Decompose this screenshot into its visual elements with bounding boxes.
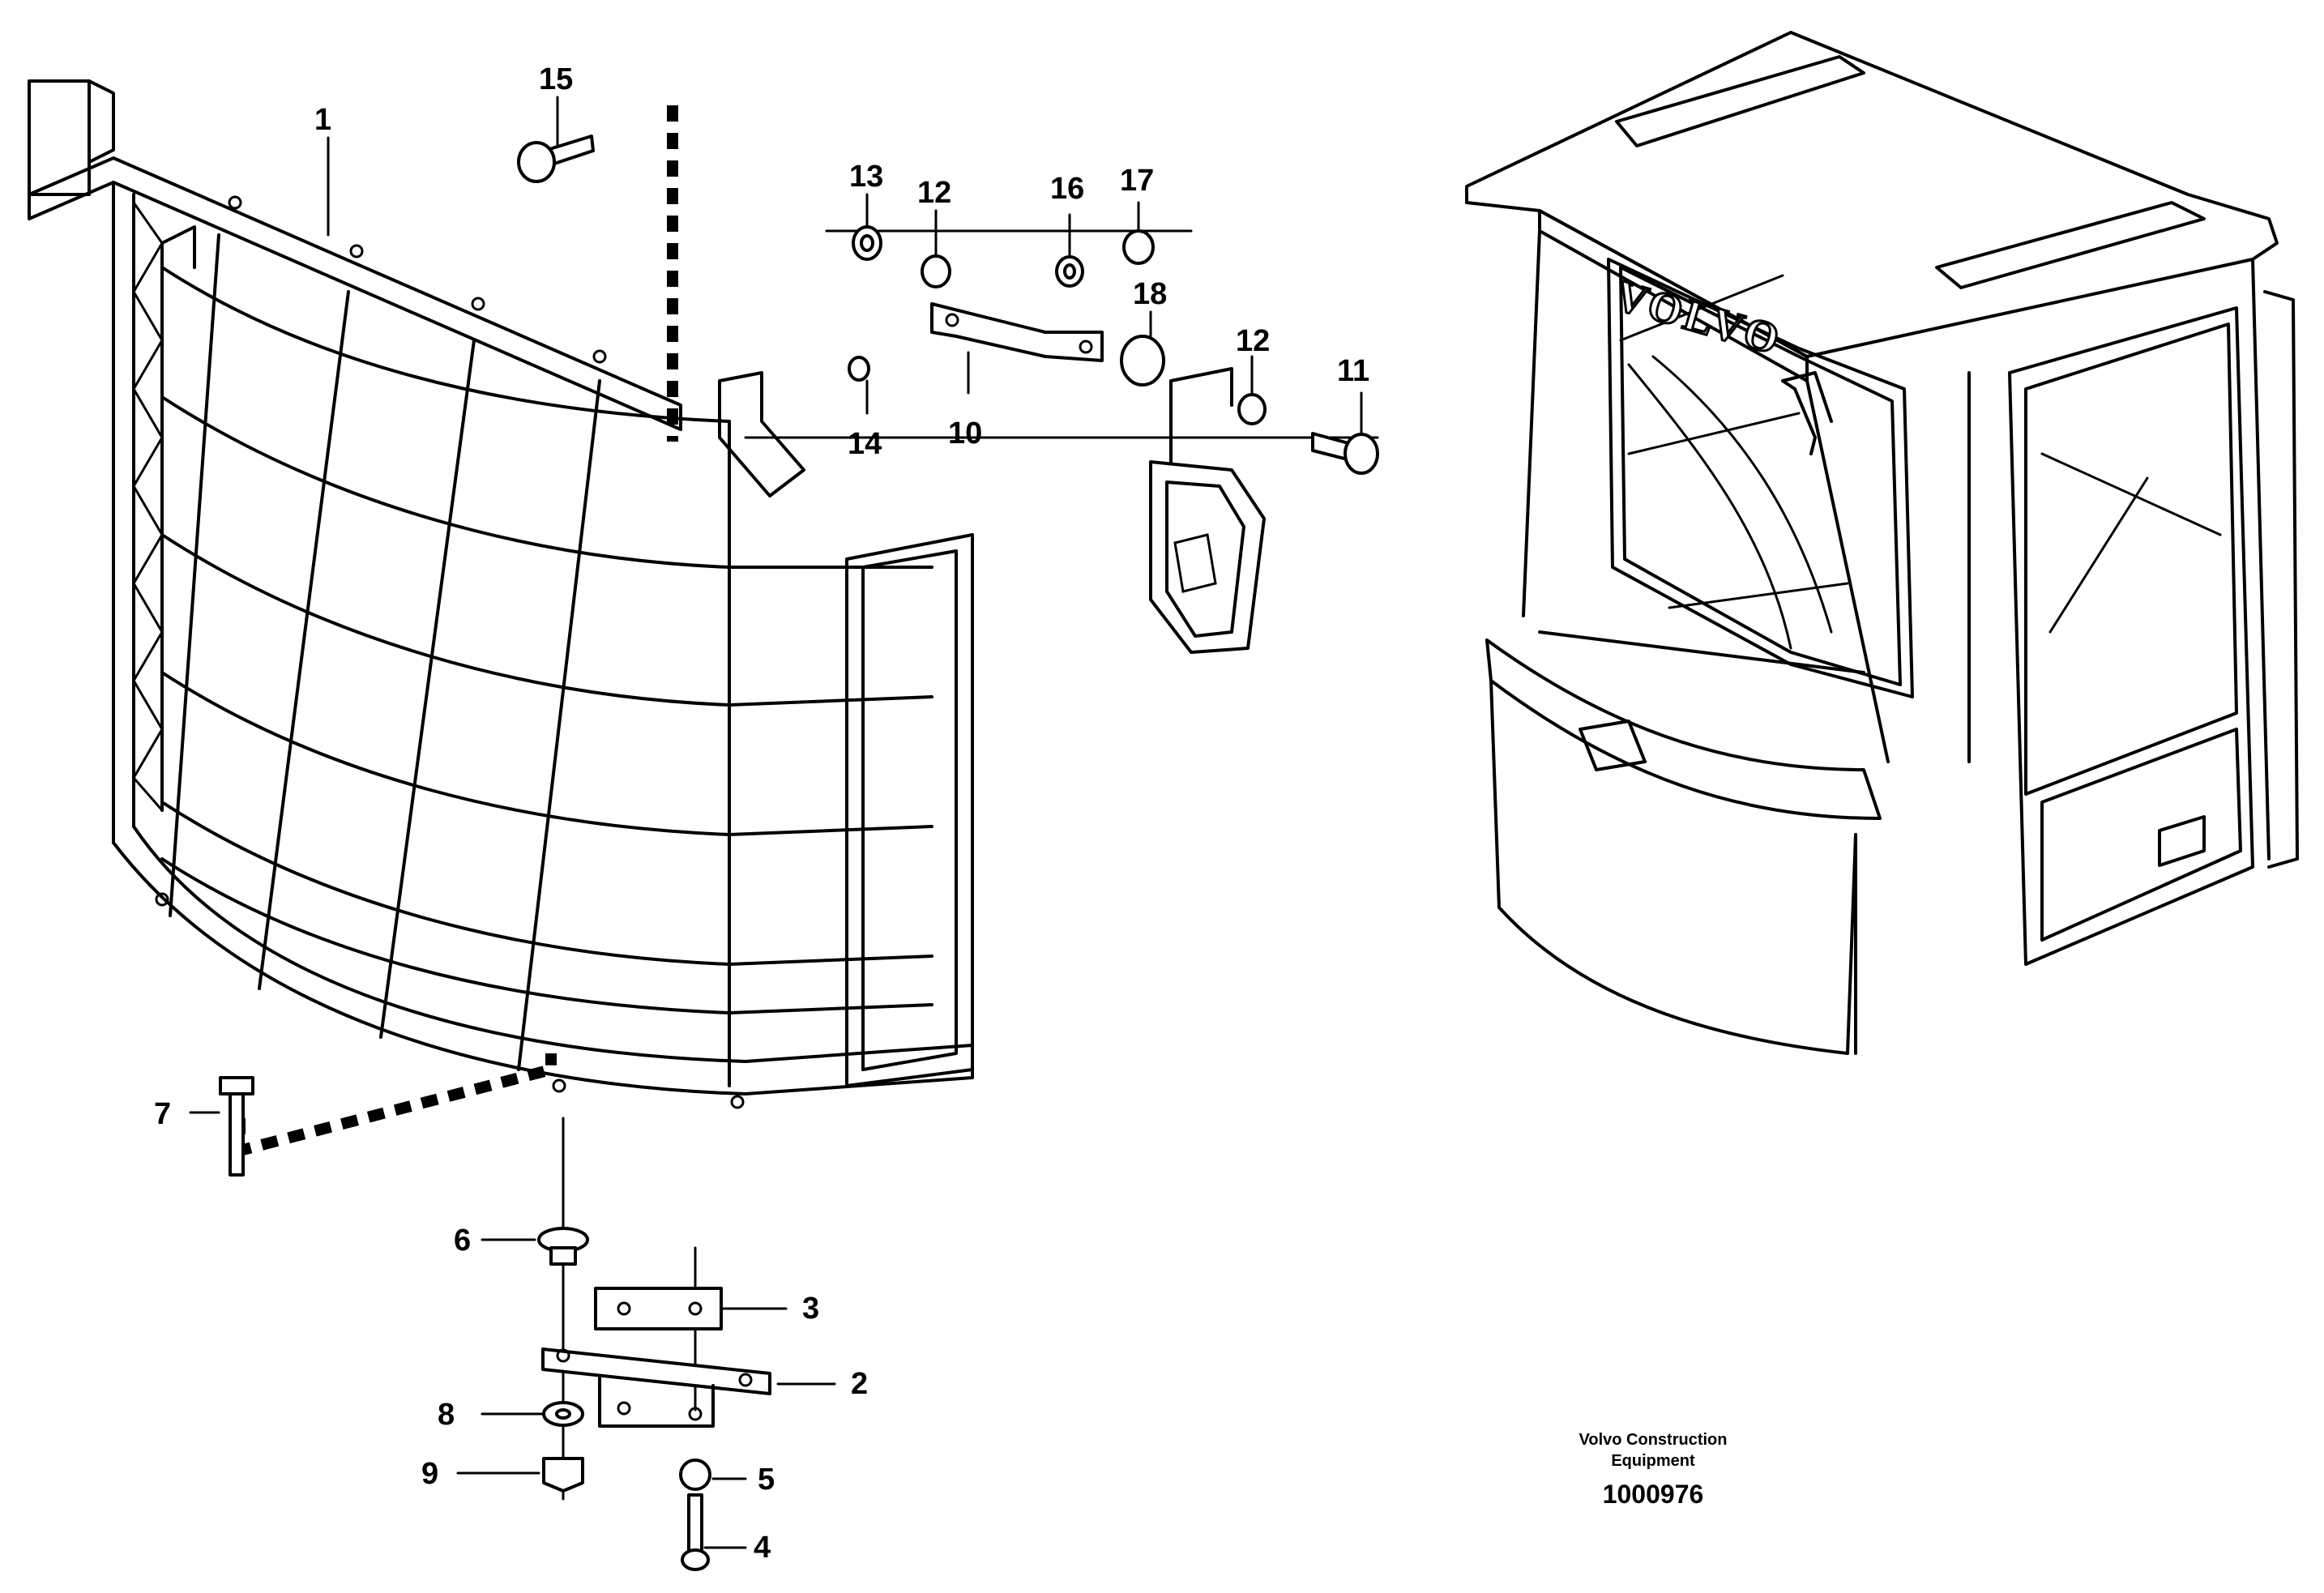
callout-17: 17 (1120, 164, 1154, 198)
callout-8: 8 (438, 1398, 455, 1432)
callout-4: 4 (754, 1531, 771, 1565)
guard-grille (28, 79, 974, 1109)
callout-2: 2 (851, 1367, 868, 1401)
assembly-line-7 (234, 1053, 557, 1159)
callout-3: 3 (802, 1292, 819, 1326)
callout-5: 5 (758, 1463, 775, 1497)
callout-11: 11 (1337, 354, 1369, 388)
cab-illustration: VOLVO (1465, 31, 2299, 1055)
callout-13: 13 (849, 160, 883, 194)
credit-line-2: Equipment (1611, 1452, 1695, 1470)
callout-7: 7 (154, 1097, 171, 1131)
lower-mount-hardware (219, 1076, 771, 1571)
callout-18: 18 (1133, 277, 1167, 311)
callout-15: 15 (539, 62, 573, 96)
document-number: 1000976 (1602, 1480, 1704, 1509)
publisher-credit: Volvo Construction Equipment (1523, 1429, 1783, 1471)
callouts: 1 2 3 4 5 6 7 8 9 10 11 12 12 13 14 15 1 (154, 62, 1369, 1565)
bolt-15 (517, 135, 595, 183)
mirror-assembly (744, 225, 1379, 654)
callout-9: 9 (421, 1457, 438, 1491)
callout-6: 6 (454, 1224, 471, 1258)
callout-12-lower: 12 (1236, 324, 1270, 358)
callout-14: 14 (848, 427, 882, 461)
callout-1: 1 (314, 103, 331, 137)
credit-line-1: Volvo Construction (1579, 1431, 1728, 1449)
callout-12-upper: 12 (917, 176, 951, 210)
callout-16: 16 (1050, 172, 1084, 206)
callout-10: 10 (948, 416, 982, 451)
